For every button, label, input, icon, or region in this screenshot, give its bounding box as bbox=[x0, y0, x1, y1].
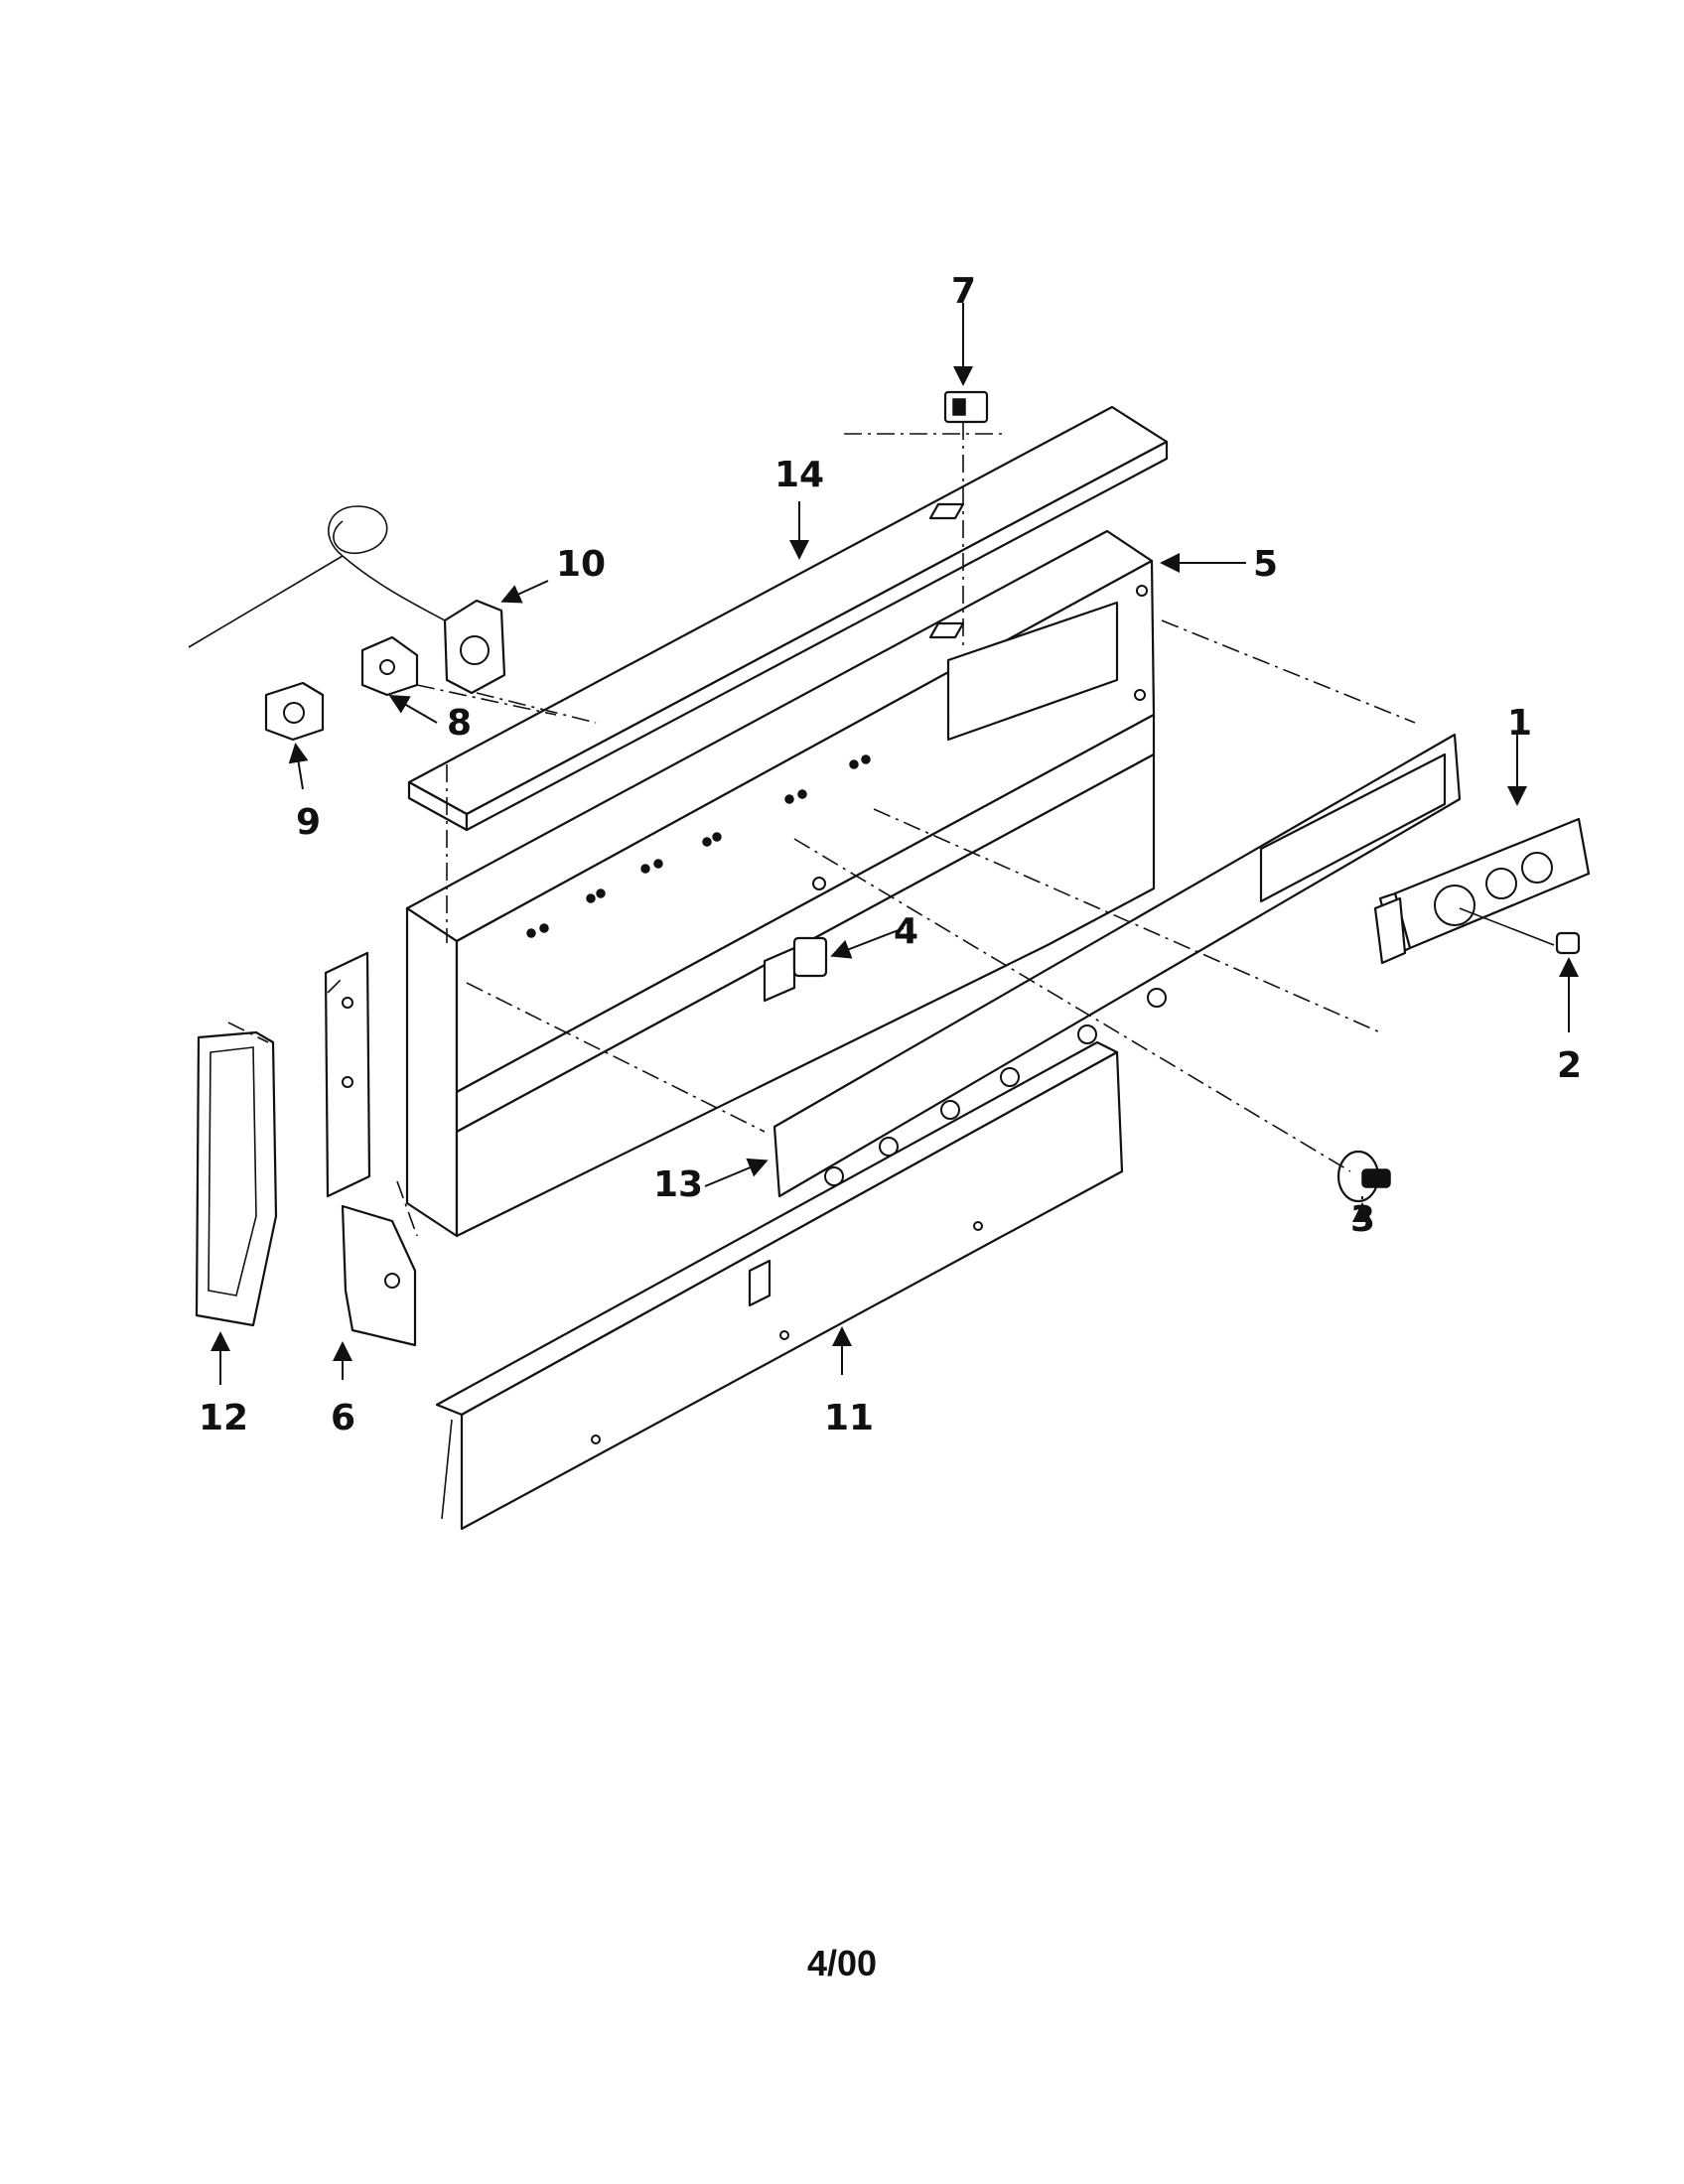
callout-1: 1 bbox=[1507, 703, 1532, 744]
top-trim-strip bbox=[407, 405, 1169, 832]
callout-6: 6 bbox=[331, 1398, 355, 1438]
callout-14: 14 bbox=[774, 455, 824, 495]
date-code: 4/00 bbox=[807, 1943, 877, 1983]
callout-labels: 1 2 3 4 5 6 7 8 9 10 11 12 13 14 bbox=[199, 271, 1582, 1438]
callout-4: 4 bbox=[894, 911, 918, 952]
callout-2: 2 bbox=[1557, 1045, 1582, 1086]
leader-lines bbox=[210, 303, 1579, 1385]
callout-3: 3 bbox=[1350, 1199, 1375, 1240]
indicator-light bbox=[943, 390, 989, 424]
timer-module bbox=[1373, 817, 1591, 965]
end-cap bbox=[195, 1030, 278, 1327]
centerlines bbox=[227, 422, 1416, 1172]
small-knob bbox=[1555, 931, 1581, 955]
bottom-trim-panel bbox=[435, 1040, 1124, 1531]
control-knob bbox=[1336, 1150, 1391, 1203]
side-bracket bbox=[324, 951, 418, 1347]
callout-10: 10 bbox=[556, 544, 606, 585]
control-panel bbox=[772, 733, 1462, 1198]
callout-9: 9 bbox=[296, 802, 321, 843]
callout-12: 12 bbox=[199, 1398, 248, 1438]
infinite-switch bbox=[360, 635, 419, 697]
callout-5: 5 bbox=[1253, 544, 1278, 585]
callout-11: 11 bbox=[824, 1398, 874, 1438]
rocker-switch bbox=[763, 936, 828, 1003]
oven-thermostat bbox=[188, 505, 506, 695]
callout-13: 13 bbox=[653, 1164, 703, 1205]
console-back-housing bbox=[405, 529, 1156, 1238]
callout-8: 8 bbox=[447, 703, 472, 744]
callout-7: 7 bbox=[951, 271, 976, 312]
selector-switch bbox=[264, 681, 325, 742]
